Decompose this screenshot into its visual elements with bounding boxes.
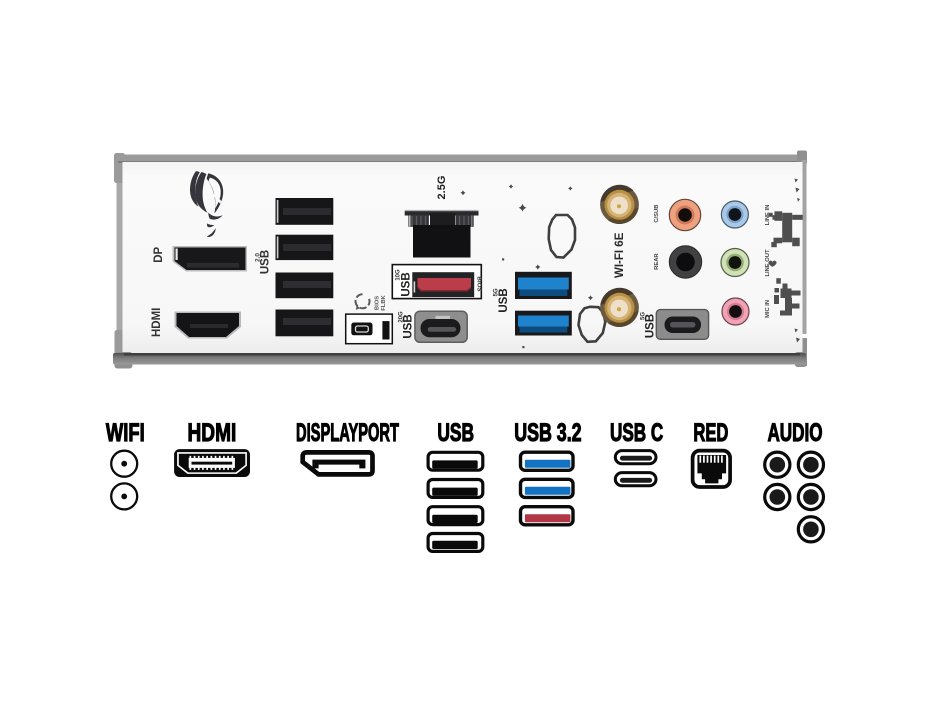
svg-text:LINE IN: LINE IN — [765, 205, 771, 226]
svg-text:USB C: USB C — [610, 419, 663, 447]
svg-text:WI-FI 6E: WI-FI 6E — [614, 232, 626, 278]
svg-text:HDMI: HDMI — [188, 419, 237, 447]
svg-text:USB: USB — [437, 419, 474, 447]
svg-text:USB 3.2: USB 3.2 — [514, 419, 581, 447]
svg-text:5G: 5G — [641, 312, 647, 320]
svg-text:2.0: 2.0 — [255, 253, 262, 262]
svg-text:USB: USB — [645, 314, 657, 338]
svg-text:USB: USB — [403, 314, 415, 338]
svg-text:HDMI: HDMI — [151, 308, 163, 337]
svg-text:20G: 20G — [399, 311, 405, 323]
svg-text:RED: RED — [693, 419, 728, 447]
svg-text:DP: DP — [153, 246, 165, 262]
svg-text:DISPLAYPORT: DISPLAYPORT — [296, 419, 399, 447]
svg-text:5G: 5G — [494, 288, 500, 296]
svg-text:BIOS: BIOS — [375, 296, 381, 310]
svg-text:USB: USB — [498, 288, 510, 312]
svg-text:LINE OUT: LINE OUT — [765, 249, 771, 277]
svg-text:USB: USB — [401, 272, 413, 296]
svg-text:USB: USB — [259, 250, 271, 274]
svg-text:WIFI: WIFI — [106, 419, 145, 447]
svg-text:C/SUB: C/SUB — [654, 205, 660, 223]
svg-text:FLBK: FLBK — [381, 294, 387, 310]
svg-text:REAR: REAR — [654, 253, 660, 270]
svg-text:10G: 10G — [396, 269, 402, 281]
svg-text:MIC IN: MIC IN — [765, 300, 771, 318]
svg-text:AUDIO: AUDIO — [767, 419, 822, 447]
svg-text:BIOS: BIOS — [476, 276, 483, 291]
svg-text:2.5G: 2.5G — [436, 176, 448, 200]
